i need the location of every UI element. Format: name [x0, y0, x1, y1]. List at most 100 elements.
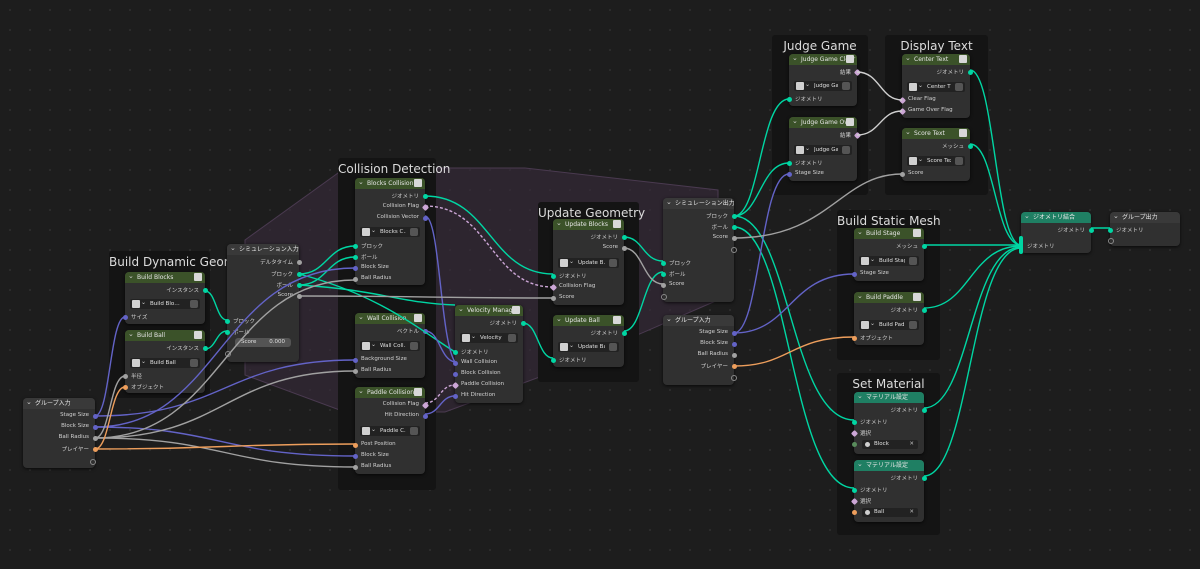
- node-header[interactable]: Judge Game Over: [789, 117, 857, 128]
- fake-user-shield-icon[interactable]: [955, 157, 963, 165]
- node-header[interactable]: Score Text: [902, 128, 970, 139]
- node-header[interactable]: Velocity Manager: [455, 305, 523, 316]
- node-header[interactable]: グループ入力: [663, 315, 734, 326]
- output-socket[interactable]: [202, 346, 208, 351]
- node-simulation-input[interactable]: シミュレーション入力 デルタタイム ブロック ボール Score ブロック ボー…: [224, 244, 302, 362]
- empty-socket[interactable]: [731, 375, 737, 381]
- material-selector[interactable]: Block✕: [862, 440, 918, 449]
- node-header[interactable]: ジオメトリ結合: [1021, 212, 1091, 223]
- node-paddle-collision[interactable]: Paddle Collision Collision Flag Hit Dire…: [352, 387, 429, 474]
- group-selector[interactable]: ⌄Wall Coll…: [360, 341, 420, 351]
- node-header[interactable]: Update Blocks: [553, 219, 624, 230]
- input-socket[interactable]: [550, 358, 556, 363]
- node-build-blocks[interactable]: Build Blocks インスタンス ⌄Build Blo… サイズ: [122, 272, 208, 324]
- input-socket[interactable]: [786, 172, 792, 177]
- fake-user-shield-icon[interactable]: [609, 259, 617, 267]
- output-socket[interactable]: [731, 236, 737, 241]
- group-selector[interactable]: ⌄Judge Ga…: [794, 145, 852, 155]
- input-socket[interactable]: [122, 385, 128, 390]
- input-socket[interactable]: [851, 510, 857, 515]
- output-socket[interactable]: [422, 414, 428, 419]
- node-header[interactable]: Build Ball: [125, 330, 205, 341]
- group-selector[interactable]: ⌄Build Stage: [859, 256, 919, 266]
- node-group-input-mid[interactable]: グループ入力 Stage Size Block Size Ball Radius…: [663, 315, 737, 385]
- input-socket[interactable]: [452, 361, 458, 366]
- input-socket[interactable]: [122, 374, 128, 379]
- input-socket[interactable]: [660, 261, 666, 266]
- fake-user-shield-icon[interactable]: [190, 300, 198, 308]
- input-socket[interactable]: [851, 272, 857, 277]
- output-socket[interactable]: [296, 260, 302, 265]
- node-header[interactable]: マテリアル設定: [854, 460, 924, 471]
- node-group-output[interactable]: グループ出力 ジオメトリ: [1107, 212, 1180, 246]
- output-socket[interactable]: [92, 436, 98, 441]
- node-simulation-output[interactable]: シミュレーション出力 ブロック ボール Score ブロック ボール Score: [660, 198, 737, 302]
- input-socket[interactable]: [352, 255, 358, 260]
- fake-user-shield-icon[interactable]: [909, 257, 917, 265]
- node-judge-game-over[interactable]: Judge Game Over 結果 ⌄Judge Ga… ジオメトリ Stag…: [786, 117, 861, 181]
- node-blocks-collision[interactable]: Blocks Collision ジオメトリ Collision Flag Co…: [352, 178, 429, 285]
- output-socket[interactable]: [731, 364, 737, 369]
- input-socket[interactable]: [352, 277, 358, 282]
- node-build-paddle[interactable]: Build Paddle ジオメトリ ⌄Build Pad… オブジェクト: [851, 292, 927, 345]
- node-header[interactable]: Build Blocks: [125, 272, 205, 283]
- fake-user-shield-icon[interactable]: [842, 146, 850, 154]
- group-selector[interactable]: ⌄Update B…: [558, 258, 619, 268]
- node-center-text[interactable]: Center Text ジオメトリ ⌄Center T… Clear Flag …: [898, 54, 973, 118]
- node-header[interactable]: マテリアル設定: [854, 392, 924, 403]
- node-header[interactable]: グループ出力: [1110, 212, 1180, 223]
- node-header[interactable]: Build Paddle: [854, 292, 924, 303]
- empty-socket[interactable]: [1108, 238, 1114, 244]
- output-socket[interactable]: [422, 329, 428, 334]
- input-socket[interactable]: [224, 330, 230, 335]
- node-header[interactable]: シミュレーション出力: [663, 198, 734, 209]
- group-selector[interactable]: ⌄Paddle C…: [360, 426, 420, 436]
- empty-socket[interactable]: [90, 459, 96, 465]
- output-socket[interactable]: [621, 235, 627, 240]
- input-socket[interactable]: [452, 350, 458, 355]
- fake-user-shield-icon[interactable]: [410, 342, 418, 350]
- node-header[interactable]: シミュレーション入力: [227, 244, 299, 255]
- node-group-input-left[interactable]: グループ入力 Stage Size Block Size Ball Radius…: [23, 398, 98, 468]
- node-build-ball[interactable]: Build Ball インスタンス ⌄Build Ball 半径 オブジェクト: [122, 330, 208, 393]
- output-socket[interactable]: [520, 321, 526, 326]
- node-join-geometry[interactable]: ジオメトリ結合 ジオメトリ ジオメトリ: [1019, 212, 1094, 254]
- node-header[interactable]: Blocks Collision: [355, 178, 425, 189]
- node-velocity-manager[interactable]: Velocity Manager ジオメトリ ⌄Velocity … ジオメトリ…: [451, 305, 526, 403]
- input-socket[interactable]: [851, 336, 857, 341]
- node-set-material-ball[interactable]: マテリアル設定 ジオメトリ ジオメトリ 選択 Ball✕: [850, 460, 927, 522]
- input-socket[interactable]: [352, 465, 358, 470]
- input-socket[interactable]: [352, 266, 358, 271]
- output-socket[interactable]: [422, 194, 428, 199]
- node-wall-collision[interactable]: Wall Collision ベクトル ⌄Wall Coll… Backgrou…: [352, 313, 428, 378]
- material-selector[interactable]: Ball✕: [862, 508, 918, 517]
- output-socket[interactable]: [731, 342, 737, 347]
- empty-socket[interactable]: [225, 351, 231, 357]
- group-selector[interactable]: ⌄Build Pad…: [859, 320, 919, 330]
- output-socket[interactable]: [296, 272, 302, 277]
- group-selector[interactable]: ⌄Build Blo…: [130, 299, 200, 309]
- input-socket[interactable]: [550, 274, 556, 279]
- fake-user-shield-icon[interactable]: [909, 321, 917, 329]
- output-socket[interactable]: [921, 408, 927, 413]
- group-selector[interactable]: ⌄Velocity …: [460, 333, 518, 343]
- fake-user-shield-icon[interactable]: [190, 359, 198, 367]
- group-selector[interactable]: ⌄Blocks C…: [360, 227, 420, 237]
- group-selector[interactable]: ⌄Center T…: [907, 82, 965, 92]
- input-socket[interactable]: [452, 394, 458, 399]
- group-selector[interactable]: ⌄Score Text: [907, 156, 965, 166]
- fake-user-shield-icon[interactable]: [955, 83, 963, 91]
- node-update-blocks[interactable]: Update Blocks ジオメトリ Score ⌄Update B… ジオメ…: [549, 219, 627, 305]
- node-header[interactable]: Paddle Collision: [355, 387, 425, 398]
- node-header[interactable]: グループ入力: [23, 398, 95, 409]
- input-socket[interactable]: [1107, 228, 1113, 233]
- multi-input-socket[interactable]: [1019, 236, 1023, 254]
- output-socket[interactable]: [731, 331, 737, 336]
- node-build-stage[interactable]: Build Stage メッシュ ⌄Build Stage Stage Size: [851, 228, 927, 281]
- fake-user-shield-icon[interactable]: [842, 82, 850, 90]
- output-socket[interactable]: [422, 216, 428, 221]
- output-socket[interactable]: [296, 294, 302, 299]
- output-socket[interactable]: [731, 214, 737, 219]
- node-judge-game-clear[interactable]: Judge Game Clear 結果 ⌄Judge Ga… ジオメトリ: [786, 54, 861, 106]
- input-socket[interactable]: [352, 454, 358, 459]
